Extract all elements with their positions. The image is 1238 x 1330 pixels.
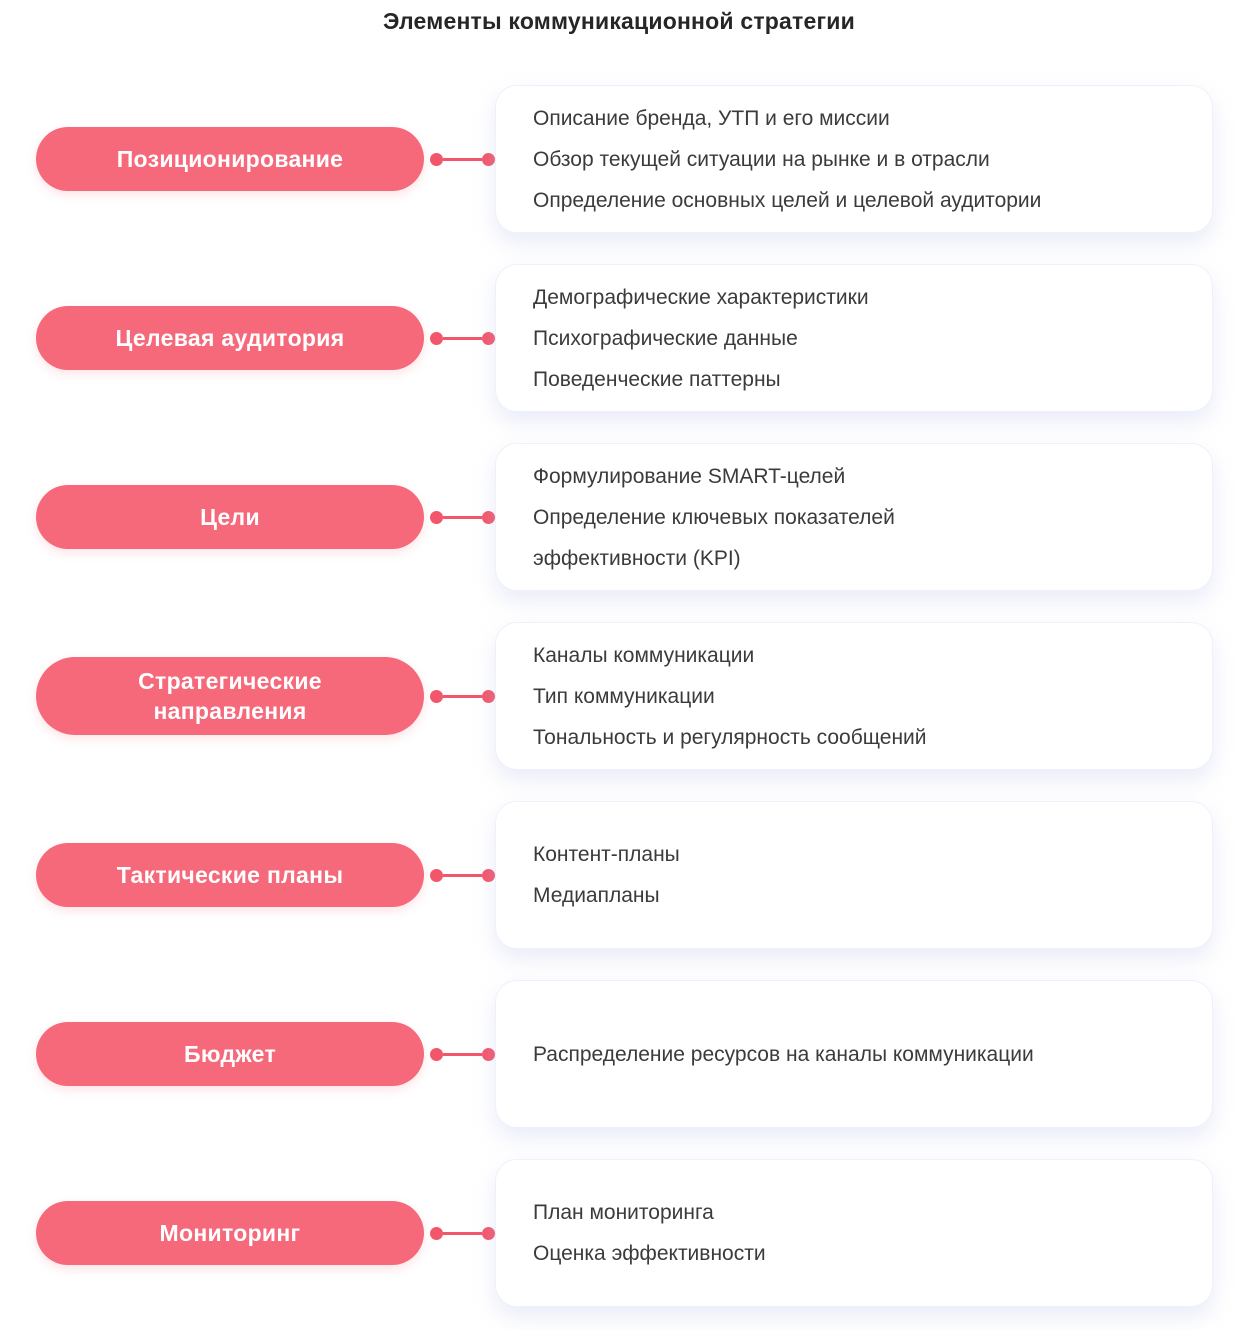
pill-wrap: Позиционирование — [36, 127, 424, 191]
connector — [424, 868, 495, 882]
card-item: Описание бренда, УТП и его миссии — [533, 106, 890, 130]
row-positioning: Позиционирование Описание бренда, УТП и … — [0, 85, 1238, 233]
row-tactical-plans: Тактические планы Контент-планы Медиапла… — [0, 801, 1238, 949]
connector — [424, 1047, 495, 1061]
connector-line — [443, 873, 482, 877]
connector-dot-left — [430, 152, 443, 166]
row-target-audience: Целевая аудитория Демографические характ… — [0, 264, 1238, 412]
connector-dot-left — [430, 331, 443, 345]
connector-dot-right — [482, 689, 495, 703]
connector-dot-left — [430, 1047, 443, 1061]
connector-line — [443, 515, 482, 519]
pill-monitoring: Мониторинг — [36, 1201, 424, 1265]
card-item: Распределение ресурсов на каналы коммуни… — [533, 1042, 1034, 1066]
connector-dot-right — [482, 1047, 495, 1061]
card-item: Каналы коммуникации — [533, 643, 755, 667]
connector-dot-right — [482, 510, 495, 524]
card-item: Поведенческие паттерны — [533, 367, 781, 391]
connector — [424, 510, 495, 524]
pill-wrap: Стратегические направления — [36, 656, 424, 736]
card-tactical-plans: Контент-планы Медиапланы — [495, 801, 1213, 949]
card-positioning: Описание бренда, УТП и его миссии Обзор … — [495, 85, 1213, 233]
pill-budget: Бюджет — [36, 1022, 424, 1086]
card-item: Определение основных целей и целевой ауд… — [533, 188, 1042, 212]
connector-dot-right — [482, 331, 495, 345]
pill-wrap: Мониторинг — [36, 1201, 424, 1265]
card-target-audience: Демографические характеристики Психограф… — [495, 264, 1213, 412]
pill-goals: Цели — [36, 485, 424, 549]
pill-positioning: Позиционирование — [36, 127, 424, 191]
card-item: План мониторинга — [533, 1201, 714, 1224]
pill-wrap: Цели — [36, 485, 424, 549]
pill-wrap: Целевая аудитория — [36, 306, 424, 370]
connector-line — [443, 336, 482, 340]
connector-line — [443, 1052, 482, 1056]
row-budget: Бюджет Распределение ресурсов на каналы … — [0, 980, 1238, 1128]
card-monitoring: План мониторинга Оценка эффективности — [495, 1159, 1213, 1307]
card-item: Тональность и регулярность сообщений — [533, 725, 927, 749]
row-monitoring: Мониторинг План мониторинга Оценка эффек… — [0, 1159, 1238, 1307]
pill-target-audience: Целевая аудитория — [36, 306, 424, 370]
pill-wrap: Бюджет — [36, 1022, 424, 1086]
connector-dot-left — [430, 868, 443, 882]
card-item: Определение ключевых показателей эффекти… — [533, 505, 895, 570]
connector — [424, 152, 495, 166]
card-item: Психографические данные — [533, 326, 798, 350]
card-item: Обзор текущей ситуации на рынке и в отра… — [533, 147, 990, 171]
connector-dot-left — [430, 689, 443, 703]
connector-line — [443, 694, 482, 698]
page-title: Элементы коммуникационной стратегии — [383, 8, 855, 34]
row-goals: Цели Формулирование SMART-целей Определе… — [0, 443, 1238, 591]
connector-line — [443, 157, 482, 161]
card-item: Оценка эффективности — [533, 1242, 766, 1265]
card-item: Демографические характеристики — [533, 285, 869, 309]
connector-dot-right — [482, 1226, 495, 1240]
connector-dot-right — [482, 868, 495, 882]
connector-dot-right — [482, 152, 495, 166]
card-item: Тип коммуникации — [533, 684, 715, 708]
card-goals: Формулирование SMART-целей Определение к… — [495, 443, 1213, 591]
connector — [424, 1226, 495, 1240]
row-strategic-directions: Стратегические направления Каналы коммун… — [0, 622, 1238, 770]
card-strategic-directions: Каналы коммуникации Тип коммуникации Тон… — [495, 622, 1213, 770]
pill-strategic-directions: Стратегические направления — [36, 656, 424, 736]
connector-dot-left — [430, 510, 443, 524]
card-item: Формулирование SMART-целей — [533, 464, 846, 488]
card-item: Медиапланы — [533, 884, 660, 907]
card-item: Контент-планы — [533, 843, 680, 866]
connector-dot-left — [430, 1226, 443, 1240]
strategy-rows: Позиционирование Описание бренда, УТП и … — [0, 85, 1238, 1330]
pill-wrap: Тактические планы — [36, 843, 424, 907]
connector — [424, 689, 495, 703]
card-budget: Распределение ресурсов на каналы коммуни… — [495, 980, 1213, 1128]
pill-tactical-plans: Тактические планы — [36, 843, 424, 907]
connector — [424, 331, 495, 345]
connector-line — [443, 1231, 482, 1235]
